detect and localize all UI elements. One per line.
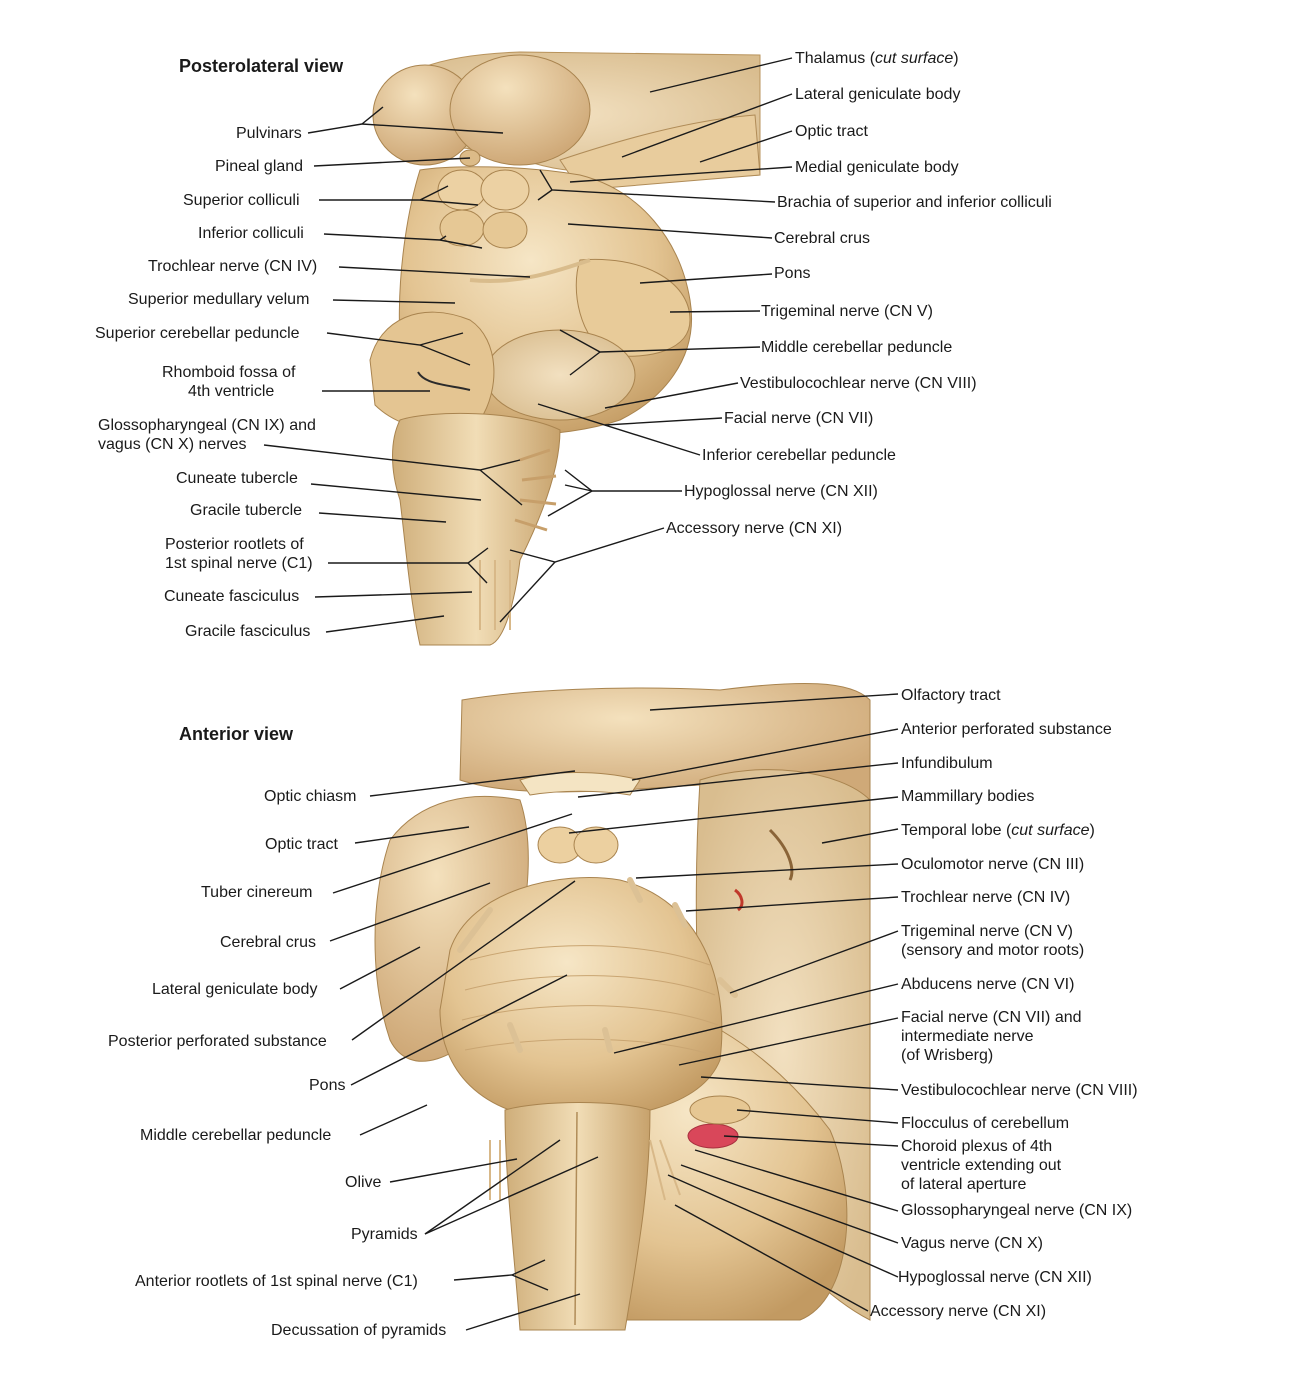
label-infundibulum: Infundibulum — [901, 755, 993, 772]
label-tuber-cinereum: Tuber cinereum — [201, 884, 313, 901]
anterior-leader-lines — [329, 693, 899, 1331]
label-rhomboid-fossa-line2: 4th ventricle — [188, 383, 275, 400]
label-optic-tract-bottom: Optic tract — [265, 836, 338, 853]
label-decussation-of-pyramids: Decussation of pyramids — [271, 1322, 447, 1339]
label-posterior-perforated-substance: Posterior perforated substance — [108, 1033, 327, 1050]
label-trigeminal-nerve-line2: (sensory and motor roots) — [901, 942, 1085, 959]
label-vestibulocochlear-nerve: Vestibulocochlear nerve (CN VIII) — [740, 375, 977, 392]
label-anterior-perforated-substance: Anterior perforated substance — [901, 721, 1112, 738]
label-glossopharyngeal-vagus-line1: Glossopharyngeal (CN IX) and — [98, 417, 316, 434]
label-superior-colliculi: Superior colliculi — [183, 192, 300, 209]
label-trigeminal-nerve: Trigeminal nerve (CN V) — [761, 303, 933, 320]
label-pineal-gland: Pineal gland — [215, 158, 304, 175]
label-facial-nerve: Facial nerve (CN VII) — [724, 410, 874, 427]
label-lateral-geniculate-body: Lateral geniculate body — [795, 86, 961, 103]
anterior-view-title: Anterior view — [179, 724, 294, 744]
label-choroid-plexus-line3: of lateral aperture — [901, 1176, 1027, 1193]
label-abducens-nerve: Abducens nerve (CN VI) — [901, 976, 1075, 993]
label-thalamus: Thalamus (cut surface) — [795, 50, 959, 67]
label-rhomboid-fossa-line1: Rhomboid fossa of — [162, 364, 296, 381]
label-hypoglossal-nerve: Hypoglossal nerve (CN XII) — [684, 483, 878, 500]
label-gracile-fasciculus: Gracile fasciculus — [185, 623, 311, 640]
label-cerebral-crus-bottom: Cerebral crus — [220, 934, 317, 951]
label-inferior-cerebellar-peduncle: Inferior cerebellar peduncle — [702, 447, 896, 464]
posterolateral-leader-lines — [263, 57, 793, 633]
label-cerebral-crus: Cerebral crus — [774, 230, 871, 247]
label-lateral-geniculate-body-bottom: Lateral geniculate body — [152, 981, 318, 998]
label-cuneate-tubercle: Cuneate tubercle — [176, 470, 298, 487]
label-medial-geniculate-body: Medial geniculate body — [795, 159, 959, 176]
label-anterior-rootlets: Anterior rootlets of 1st spinal nerve (C… — [135, 1273, 418, 1290]
label-olive: Olive — [345, 1174, 382, 1191]
label-trochlear-nerve-bottom: Trochlear nerve (CN IV) — [901, 889, 1071, 906]
label-facial-nerve-line2: intermediate nerve — [901, 1028, 1034, 1045]
label-pons-bottom: Pons — [309, 1077, 346, 1094]
label-accessory-nerve-bottom: Accessory nerve (CN XI) — [870, 1303, 1047, 1320]
label-superior-medullary-velum: Superior medullary velum — [128, 291, 310, 308]
label-cuneate-fasciculus: Cuneate fasciculus — [164, 588, 300, 605]
label-pons: Pons — [774, 265, 811, 282]
label-oculomotor-nerve: Oculomotor nerve (CN III) — [901, 856, 1085, 873]
label-trigeminal-nerve-line1: Trigeminal nerve (CN V) — [901, 923, 1073, 940]
label-inferior-colliculi: Inferior colliculi — [198, 225, 304, 242]
posterolateral-view-title: Posterolateral view — [179, 56, 344, 76]
label-mammillary-bodies: Mammillary bodies — [901, 788, 1035, 805]
label-middle-cerebellar-peduncle-bottom: Middle cerebellar peduncle — [140, 1127, 332, 1144]
label-choroid-plexus-line2: ventricle extending out — [901, 1157, 1062, 1174]
label-choroid-plexus-line1: Choroid plexus of 4th — [901, 1138, 1053, 1155]
label-optic-tract: Optic tract — [795, 123, 868, 140]
label-glossopharyngeal-vagus-line2: vagus (CN X) nerves — [98, 436, 247, 453]
label-glossopharyngeal-nerve: Glossopharyngeal nerve (CN IX) — [901, 1202, 1133, 1219]
label-posterior-rootlets-line1: Posterior rootlets of — [165, 536, 304, 553]
label-hypoglossal-nerve-bottom: Hypoglossal nerve (CN XII) — [898, 1269, 1092, 1286]
label-accessory-nerve: Accessory nerve (CN XI) — [666, 520, 843, 537]
label-vagus-nerve: Vagus nerve (CN X) — [901, 1235, 1043, 1252]
label-facial-nerve-line3: (of Wrisberg) — [901, 1047, 994, 1064]
label-posterior-rootlets-line2: 1st spinal nerve (C1) — [165, 555, 313, 572]
label-pyramids: Pyramids — [351, 1226, 418, 1243]
label-gracile-tubercle: Gracile tubercle — [190, 502, 303, 519]
posterolateral-artwork — [369, 51, 761, 646]
label-temporal-lobe: Temporal lobe (cut surface) — [901, 822, 1095, 839]
label-pulvinars: Pulvinars — [236, 125, 302, 142]
label-facial-nerve-line1: Facial nerve (CN VII) and — [901, 1009, 1082, 1026]
label-trochlear-nerve-top: Trochlear nerve (CN IV) — [148, 258, 318, 275]
label-olfactory-tract: Olfactory tract — [901, 687, 1001, 704]
label-middle-cerebellar-peduncle: Middle cerebellar peduncle — [761, 339, 953, 356]
label-superior-cerebellar-peduncle: Superior cerebellar peduncle — [95, 325, 300, 342]
anterior-artwork — [374, 682, 871, 1331]
label-optic-chiasm: Optic chiasm — [264, 788, 357, 805]
label-flocculus: Flocculus of cerebellum — [901, 1115, 1070, 1132]
label-vestibulocochlear-nerve-bottom: Vestibulocochlear nerve (CN VIII) — [901, 1082, 1138, 1099]
label-brachia-colliculi: Brachia of superior and inferior collicu… — [777, 194, 1052, 211]
